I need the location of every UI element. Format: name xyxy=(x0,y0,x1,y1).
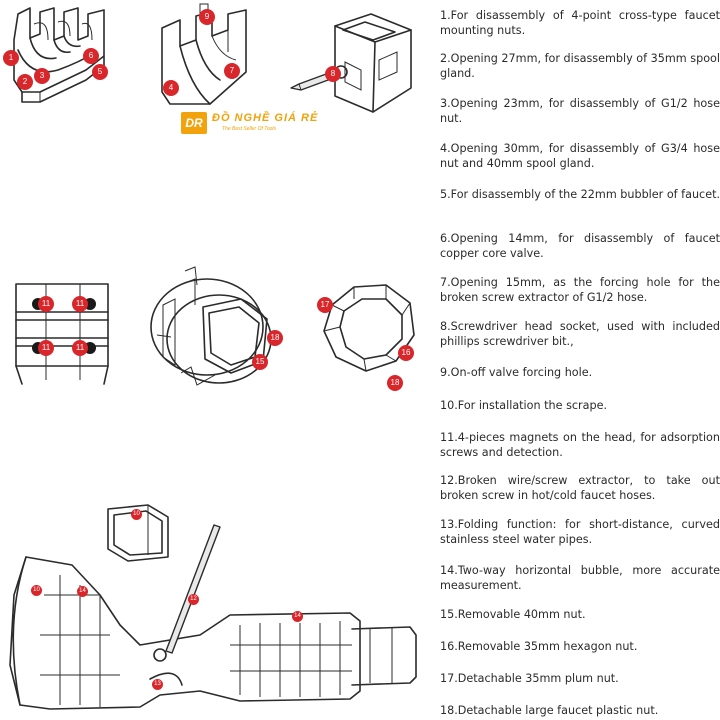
feature-description: 16.Removable 35mm hexagon nut. xyxy=(440,640,638,653)
feature-description: 14.Two-way horizontal bubble, more accur… xyxy=(440,564,720,592)
callout-badge: 8 xyxy=(325,66,341,82)
feature-description: 8.Screwdriver head socket, used with inc… xyxy=(440,320,720,348)
feature-description: 4.Opening 30mm, for disassembly of G3/4 … xyxy=(440,142,720,170)
callout-badge: 4 xyxy=(163,80,179,96)
brand-tagline: The Best Seller Of Tools xyxy=(222,126,277,132)
callout-badge: 18 xyxy=(387,375,403,391)
callout-badge: 11 xyxy=(38,296,54,312)
callout-badge: 5 xyxy=(92,64,108,80)
nut-35mm-drawing xyxy=(323,284,415,372)
callout-badge: 1 xyxy=(3,50,19,66)
feature-description: 17.Detachable 35mm plum nut. xyxy=(440,672,619,685)
callout-badge: 11 xyxy=(72,296,88,312)
feature-description: 15.Removable 40mm nut. xyxy=(440,608,586,621)
callout-badge: 18 xyxy=(267,330,283,346)
feature-description: 12.Broken wire/screw extractor, to take … xyxy=(440,474,720,502)
brand-watermark: DR ĐỒ NGHỀ GIÁ RẺ The Best Seller Of Too… xyxy=(181,112,331,136)
callout-badge: 11 xyxy=(72,340,88,356)
callout-badge: 13 xyxy=(152,679,163,690)
callout-badge: 7 xyxy=(224,63,240,79)
callout-badge: 3 xyxy=(34,68,50,84)
feature-description: 2.Opening 27mm, for disassembly of 35mm … xyxy=(440,52,720,80)
callout-badge: 6 xyxy=(83,48,99,64)
feature-description: 3.Opening 23mm, for disassembly of G1/2 … xyxy=(440,97,720,125)
feature-description: 6.Opening 14mm, for disassembly of fauce… xyxy=(440,232,720,260)
feature-description: 9.On-off valve forcing hole. xyxy=(440,366,593,379)
full-tool-assembly-drawing xyxy=(9,504,417,710)
callout-badge: 11 xyxy=(38,340,54,356)
feature-description: 10.For installation the scrape. xyxy=(440,399,608,412)
feature-description: 7.Opening 15mm, as the forcing hole for … xyxy=(440,276,720,304)
callout-badge: 9 xyxy=(199,9,215,25)
callout-badge: 17 xyxy=(317,297,333,313)
callout-badge: 2 xyxy=(17,74,33,90)
feature-description: 5.For disassembly of the 22mm bubbler of… xyxy=(440,188,720,201)
head-angled-view-drawing xyxy=(161,3,247,105)
callout-badge: 14 xyxy=(77,586,88,597)
callout-badge: 10 xyxy=(31,585,42,596)
head-front-magnets-drawing xyxy=(15,283,109,385)
feature-description: 18.Detachable large faucet plastic nut. xyxy=(440,704,659,717)
callout-badge: 15 xyxy=(252,354,268,370)
feature-description: 13.Folding function: for short-distance,… xyxy=(440,518,720,546)
feature-description: 11.4-pieces magnets on the head, for ads… xyxy=(440,431,720,459)
feature-description: 1.For disassembly of 4-point cross-type … xyxy=(440,9,720,37)
callout-badge: 12 xyxy=(188,594,199,605)
brand-logo: DR xyxy=(181,112,207,134)
callout-badge: 10 xyxy=(131,509,142,520)
callout-badge: 14 xyxy=(292,611,303,622)
head-top-view-drawing xyxy=(13,7,105,103)
callout-badge: 16 xyxy=(398,345,414,361)
brand-name: ĐỒ NGHỀ GIÁ RẺ xyxy=(212,112,319,124)
